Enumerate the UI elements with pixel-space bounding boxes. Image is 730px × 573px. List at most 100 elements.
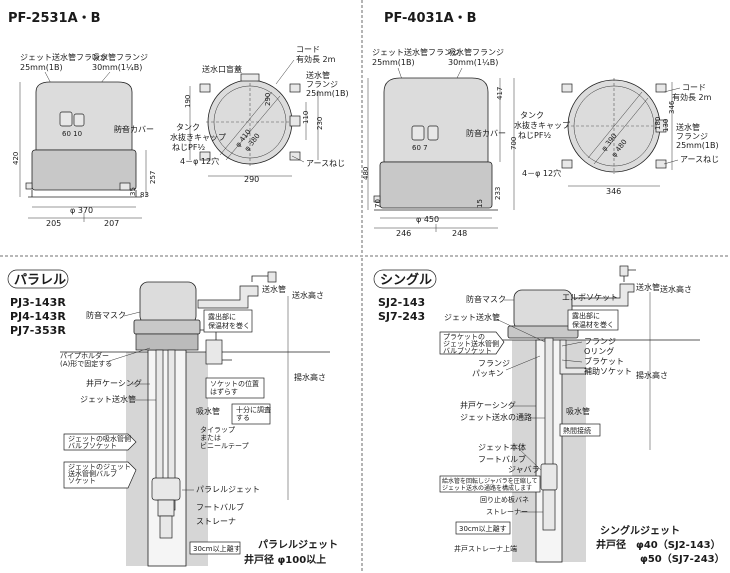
parallel-suction-valve-line1: ジェットの吸水管側	[68, 434, 131, 443]
pf2531-jet-flange-size: 25mm(1B)	[20, 63, 63, 72]
parallel-above30-tag	[189, 541, 241, 555]
parallel-tie-line1: タイラップ	[200, 425, 235, 434]
parallel-jet-label: パラレルジェット	[196, 485, 260, 494]
pf4031-jet-flange-size: 25mm(1B)	[372, 58, 415, 67]
single-flange-valve-line2: ジェット送水管側	[443, 339, 499, 348]
parallel-caption-2: 井戸径 φ100以上	[244, 553, 326, 566]
pf4031-h70: 70	[374, 199, 382, 208]
pf2531-p190: 190	[184, 95, 192, 108]
pf2531-out-flange-label2: フランジ	[306, 80, 338, 89]
single-exposed-tag	[567, 309, 619, 331]
single-caption-1: シングルジェット	[600, 524, 680, 537]
pf2531-drain-cap-thread: ねじPF½	[172, 143, 205, 152]
pf2531-drain-cap-label: 水抜きキャップ	[170, 132, 226, 142]
single-casing-label: 井戸ケーシング	[460, 400, 516, 410]
pf2531-h420: 420	[12, 152, 20, 165]
single-well-top-label: 井戸ストレーナ上端	[454, 544, 517, 553]
pf4031-p130: 130	[662, 119, 670, 132]
pf4031-h480: 480	[362, 167, 370, 180]
parallel-socket-line1: ソケットの位置	[210, 379, 259, 388]
pf2531-h83: 83	[140, 191, 149, 199]
single-jet-pipe-label: ジェット送水管	[444, 312, 500, 322]
single-oring-label: Oリング	[584, 346, 614, 356]
parallel-foot-valve-label: フートバルブ	[196, 502, 244, 512]
single-flange-valve-line3: バルブソケット	[443, 346, 492, 355]
parallel-jet-valve-line1: ジェットのジェット	[68, 463, 131, 471]
pf2531-suction-flange-size: 30mm(1¼B)	[92, 63, 142, 72]
pf4031-jet-flange-label: ジェット送水管フランジ	[372, 47, 460, 57]
pf2531-cover-label: 防音カバー	[114, 124, 154, 134]
single-jet-pipe	[544, 337, 554, 475]
parallel-panel: パラレル PJ3-143R PJ4-143R PJ7-353R 送水管 送水高さ	[7, 269, 338, 567]
pf2531-cord-label: コード	[296, 45, 320, 54]
parallel-check-tag	[231, 403, 271, 425]
single-heat-joint-label: 熱間接続	[563, 426, 591, 435]
pf4031-out-flange-label2: フランジ	[676, 132, 708, 141]
parallel-exposed-line2: 保温材を巻く	[208, 321, 250, 330]
pf4031-dims-60-7: 60 7	[412, 144, 428, 152]
pf4031-suction-flange-label: 吸水管フランジ	[448, 47, 504, 57]
pf4031-out-flange-size: 25mm(1B)	[676, 141, 719, 150]
single-note-tag	[439, 475, 541, 493]
parallel-jet-pipe-label: ジェット送水管	[80, 394, 136, 404]
pf2531-suction-flange-label: 吸水管フランジ	[92, 52, 148, 62]
parallel-pump	[133, 281, 201, 351]
pf4031-d450: φ 450	[416, 215, 439, 224]
single-above30-label: 30cm以上離す	[459, 524, 507, 533]
parallel-badge-label: パラレル	[14, 273, 66, 288]
single-badge-label: シングル	[380, 272, 432, 288]
parallel-ground-right	[186, 352, 208, 566]
single-caption-2: 井戸径 φ40（SJ2-143）	[596, 538, 721, 551]
parallel-suction-valve-tag	[63, 433, 137, 451]
parallel-out-pipe-label: 送水管	[262, 284, 286, 294]
parallel-strainer	[159, 515, 173, 539]
pf4031-w248: 248	[452, 229, 467, 238]
single-water-height-label: 揚水高さ	[636, 370, 668, 380]
single-elbow-label: エルボソケット	[562, 293, 618, 302]
parallel-model-1: PJ3-143R	[10, 296, 66, 309]
parallel-check-line1: 十分に調査	[236, 405, 271, 414]
single-flange2-label: フランジ	[584, 337, 616, 346]
single-panel: シングル SJ2-143 SJ7-243 送水管 送水高さ 揚水高さ 防音マスク…	[373, 265, 725, 565]
parallel-out-height-label: 送水高さ	[292, 290, 324, 300]
single-bellows-label: ジャバラ	[508, 465, 540, 474]
pf2531-h35: 35	[129, 187, 137, 196]
parallel-caption-1: パラレルジェット	[258, 539, 338, 551]
pf4031-earth-label: アースねじ	[680, 155, 719, 164]
parallel-strainer-label: ストレーナ	[196, 517, 236, 526]
pf2531-holes-label: 4－φ 12穴	[180, 156, 219, 166]
pf2531-title: PF-2531A・B	[8, 11, 101, 26]
parallel-tie-line3: ビニールテープ	[200, 441, 249, 450]
single-aux-socket-label: 補助ソケット	[584, 366, 632, 376]
pf4031-cord-label: コード	[682, 83, 706, 92]
pf4031-holes-label: 4－φ 12穴	[522, 168, 561, 178]
parallel-pipe-holder-line1: パイプホルダー	[60, 351, 109, 360]
pf4031-title: PF-4031A・B	[384, 11, 477, 26]
parallel-jet-valve-line2: 送水管側バルブ	[68, 469, 117, 478]
single-badge	[373, 269, 437, 289]
pf2531-pump-front-view	[25, 81, 142, 198]
pf4031-w246: 246	[396, 229, 411, 238]
single-bracket-label: ブラケット	[584, 356, 624, 366]
parallel-above30-label: 30cm以上離す	[193, 544, 241, 553]
pf2531-earth-label: アースねじ	[306, 159, 345, 168]
pf2531-cord-length: 有効長 2m	[296, 54, 336, 64]
parallel-jet-valve-line3: ソケット	[68, 477, 96, 485]
parallel-exposed-tag	[203, 309, 253, 333]
parallel-exposed-line1: 露出部に	[208, 312, 236, 321]
single-suction-pipe-label: 吸水管	[566, 406, 590, 416]
pf4031-p180: 180	[654, 117, 662, 130]
pf2531-tank-label: タンク	[176, 123, 200, 132]
parallel-jet-pipe	[155, 349, 164, 501]
single-exposed-line1: 露出部に	[572, 311, 600, 320]
pf2531-inlet-lid-label: 送水口盲蓋	[202, 64, 242, 74]
single-jet-path-label: ジェット送水の通路	[460, 412, 532, 422]
pf4031-drain-cap-label: 水抜きキャップ	[514, 120, 570, 130]
pf2531-w207: 207	[104, 219, 119, 228]
pf2531-h257: 257	[149, 171, 157, 184]
pf4031-pump-front-view	[373, 77, 498, 211]
single-foot-valve-label: フートバルブ	[478, 454, 526, 464]
single-note-line1: 給水管を回転しジャバラを圧縮して	[442, 477, 538, 485]
parallel-foot-valve	[157, 499, 175, 517]
pf4031-h15: 15	[476, 199, 484, 208]
